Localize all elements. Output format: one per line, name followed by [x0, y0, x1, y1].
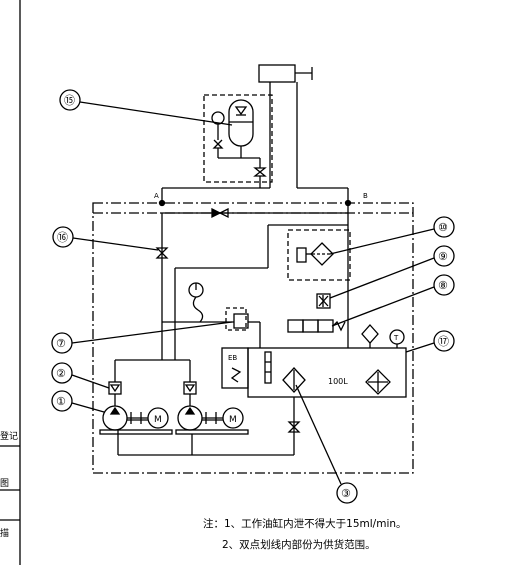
heater-label: EB [228, 354, 237, 362]
thermometer [389, 329, 405, 348]
motor-2 [222, 407, 244, 429]
callout-16: ⑯ [57, 231, 68, 244]
note-line-1: 注：1、工作油缸内泄不得大于15ml/min。 [203, 518, 407, 530]
pump-2 [177, 405, 203, 431]
drain-ball-valve [287, 421, 301, 433]
tank-volume-label: 100L [328, 377, 348, 386]
suction-filter [282, 367, 306, 393]
pump-1 [102, 405, 128, 431]
callout-15: ⑮ [64, 94, 75, 107]
callout-2: ② [56, 367, 66, 380]
check-valve-pump-1 [108, 381, 122, 395]
accumulator-valve [253, 158, 267, 188]
motor-2-symbol: M [229, 415, 237, 425]
air-breather [361, 324, 379, 348]
supply-scope-boundary [92, 202, 414, 474]
oil-tank-17 [247, 347, 407, 398]
pressure-gauge [188, 282, 204, 323]
callout-17: ⑰ [438, 335, 449, 348]
callout-9: ⑨ [438, 250, 448, 263]
port-b-label: B [363, 192, 368, 200]
accumulator-group-box [203, 94, 273, 183]
check-valve-bypass [211, 207, 222, 219]
thermometer-symbol: T [393, 334, 399, 342]
side-label-register: 登记 [0, 432, 19, 442]
motor-1-symbol: M [154, 415, 162, 425]
hydraulic-cylinder [258, 64, 313, 188]
callout-10: ⑩ [438, 221, 448, 234]
note-line-2: 2、双点划线内部份为供货范围。 [222, 539, 376, 551]
air-cooler [316, 293, 331, 309]
solenoid-valve-8 [287, 319, 346, 333]
filter-indicator [296, 247, 311, 263]
accumulator-gauge [211, 111, 260, 159]
side-label-drawing: 图 [0, 479, 10, 489]
motor-1 [147, 407, 169, 429]
check-valve-pump-2 [183, 381, 197, 395]
ball-valve-16 [155, 247, 169, 259]
side-label-trace: 描 [0, 529, 10, 539]
accumulator [228, 99, 254, 158]
callout-7: ⑦ [56, 337, 66, 350]
callout-1: ① [56, 395, 66, 408]
heat-exchanger [365, 369, 391, 395]
callout-8: ⑧ [438, 279, 448, 292]
pressure-switch-7 [233, 313, 249, 329]
return-filter [310, 242, 334, 266]
level-gauge [264, 351, 272, 384]
port-a-label: A [154, 192, 159, 200]
callout-3: ③ [341, 487, 351, 500]
